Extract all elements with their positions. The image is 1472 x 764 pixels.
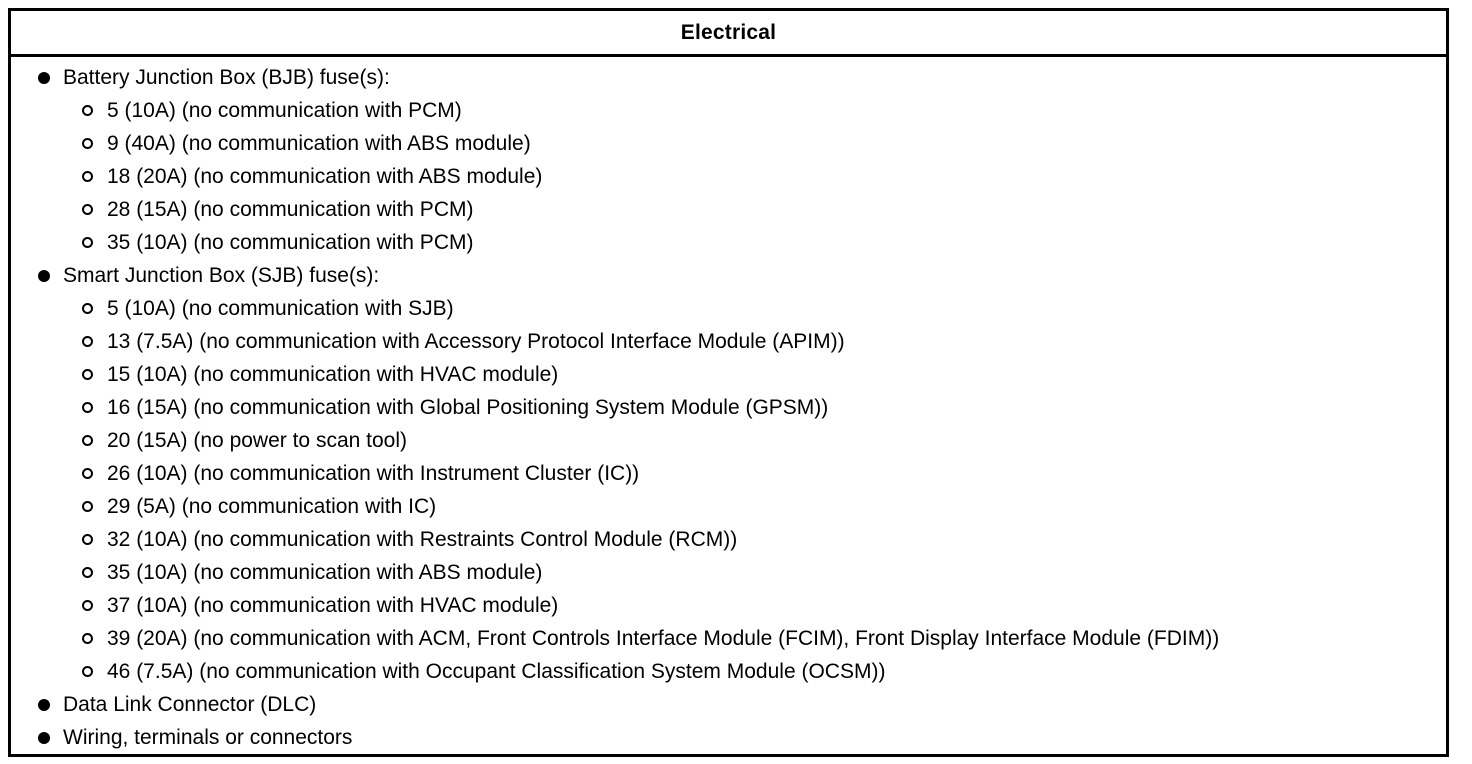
open-bullet-icon: [82, 237, 93, 248]
list-item-text: 35 (10A) (no communication with PCM): [107, 231, 474, 254]
list-item-text: 39 (20A) (no communication with ACM, Fro…: [107, 627, 1220, 650]
bullet-cell: [82, 292, 107, 314]
open-bullet-icon: [82, 402, 93, 413]
open-bullet-icon: [82, 336, 93, 347]
list-item: 39 (20A) (no communication with ACM, Fro…: [11, 622, 1446, 655]
list-item: 13 (7.5A) (no communication with Accesso…: [11, 325, 1446, 358]
list-item-text: 5 (10A) (no communication with PCM): [107, 99, 462, 122]
bullet-cell: [82, 193, 107, 215]
bullet-cell: [82, 655, 107, 677]
filled-bullet-icon: [38, 698, 50, 711]
list-item-text: 16 (15A) (no communication with Global P…: [107, 396, 829, 419]
list-item: 29 (5A) (no communication with IC): [11, 490, 1446, 523]
list-item: Data Link Connector (DLC): [11, 688, 1446, 721]
list-item: 46 (7.5A) (no communication with Occupan…: [11, 655, 1446, 688]
list-item: 5 (10A) (no communication with PCM): [11, 94, 1446, 127]
list-item-text: 5 (10A) (no communication with SJB): [107, 297, 454, 320]
open-bullet-icon: [82, 501, 93, 512]
list-item: Battery Junction Box (BJB) fuse(s):: [11, 61, 1446, 94]
bullet-cell: [82, 556, 107, 578]
list-item: 16 (15A) (no communication with Global P…: [11, 391, 1446, 424]
bullet-cell: [38, 721, 63, 744]
list-item-text: 26 (10A) (no communication with Instrume…: [107, 462, 640, 485]
list-item-text: Wiring, terminals or connectors: [63, 726, 353, 749]
open-bullet-icon: [82, 303, 93, 314]
list-item-text: 13 (7.5A) (no communication with Accesso…: [107, 330, 845, 353]
list-item-text: 32 (10A) (no communication with Restrain…: [107, 528, 738, 551]
list-item-text: 9 (40A) (no communication with ABS modul…: [107, 132, 531, 155]
list-item: 37 (10A) (no communication with HVAC mod…: [11, 589, 1446, 622]
bullet-cell: [82, 391, 107, 413]
open-bullet-icon: [82, 468, 93, 479]
list-item-text: 46 (7.5A) (no communication with Occupan…: [107, 660, 886, 683]
list-item: 9 (40A) (no communication with ABS modul…: [11, 127, 1446, 160]
list-item-text: 35 (10A) (no communication with ABS modu…: [107, 561, 543, 584]
bullet-cell: [82, 127, 107, 149]
bullet-cell: [82, 622, 107, 644]
list-item: 32 (10A) (no communication with Restrain…: [11, 523, 1446, 556]
bullet-cell: [38, 688, 63, 711]
list-item-text: 37 (10A) (no communication with HVAC mod…: [107, 594, 559, 617]
list-item-text: 20 (15A) (no power to scan tool): [107, 429, 407, 452]
list-item: Wiring, terminals or connectors: [11, 721, 1446, 754]
list-item: 35 (10A) (no communication with ABS modu…: [11, 556, 1446, 589]
list-item: 35 (10A) (no communication with PCM): [11, 226, 1446, 259]
open-bullet-icon: [82, 633, 93, 644]
filled-bullet-icon: [38, 731, 50, 744]
electrical-table: Electrical Battery Junction Box (BJB) fu…: [8, 8, 1449, 757]
bullet-cell: [82, 523, 107, 545]
list-item: 28 (15A) (no communication with PCM): [11, 193, 1446, 226]
table-title: Electrical: [680, 20, 777, 44]
bullet-cell: [38, 61, 63, 84]
bullet-cell: [82, 94, 107, 116]
bullet-cell: [82, 226, 107, 248]
list-item-text: Data Link Connector (DLC): [63, 693, 317, 716]
open-bullet-icon: [82, 666, 93, 677]
bullet-cell: [82, 424, 107, 446]
bullet-cell: [82, 457, 107, 479]
open-bullet-icon: [82, 138, 93, 149]
table-body: Battery Junction Box (BJB) fuse(s): 5 (1…: [11, 57, 1446, 754]
open-bullet-icon: [82, 105, 93, 116]
filled-bullet-icon: [38, 269, 50, 282]
bullet-cell: [82, 490, 107, 512]
list-item: Smart Junction Box (SJB) fuse(s):: [11, 259, 1446, 292]
open-bullet-icon: [82, 204, 93, 215]
list-item-text: Smart Junction Box (SJB) fuse(s):: [63, 264, 380, 287]
list-item: 18 (20A) (no communication with ABS modu…: [11, 160, 1446, 193]
list-item-text: 28 (15A) (no communication with PCM): [107, 198, 474, 221]
bullet-cell: [82, 589, 107, 611]
open-bullet-icon: [82, 567, 93, 578]
list-item: 15 (10A) (no communication with HVAC mod…: [11, 358, 1446, 391]
open-bullet-icon: [82, 435, 93, 446]
bullet-cell: [82, 358, 107, 380]
bullet-cell: [82, 325, 107, 347]
list-item: 5 (10A) (no communication with SJB): [11, 292, 1446, 325]
list-item-text: 15 (10A) (no communication with HVAC mod…: [107, 363, 559, 386]
bullet-cell: [82, 160, 107, 182]
open-bullet-icon: [82, 534, 93, 545]
list-item: 26 (10A) (no communication with Instrume…: [11, 457, 1446, 490]
open-bullet-icon: [82, 369, 93, 380]
table-header: Electrical: [11, 11, 1446, 57]
open-bullet-icon: [82, 600, 93, 611]
list-item: 20 (15A) (no power to scan tool): [11, 424, 1446, 457]
list-item-text: 18 (20A) (no communication with ABS modu…: [107, 165, 543, 188]
list-item-text: 29 (5A) (no communication with IC): [107, 495, 437, 518]
bullet-cell: [38, 259, 63, 282]
open-bullet-icon: [82, 171, 93, 182]
filled-bullet-icon: [38, 71, 50, 84]
list-item-text: Battery Junction Box (BJB) fuse(s):: [63, 66, 390, 89]
